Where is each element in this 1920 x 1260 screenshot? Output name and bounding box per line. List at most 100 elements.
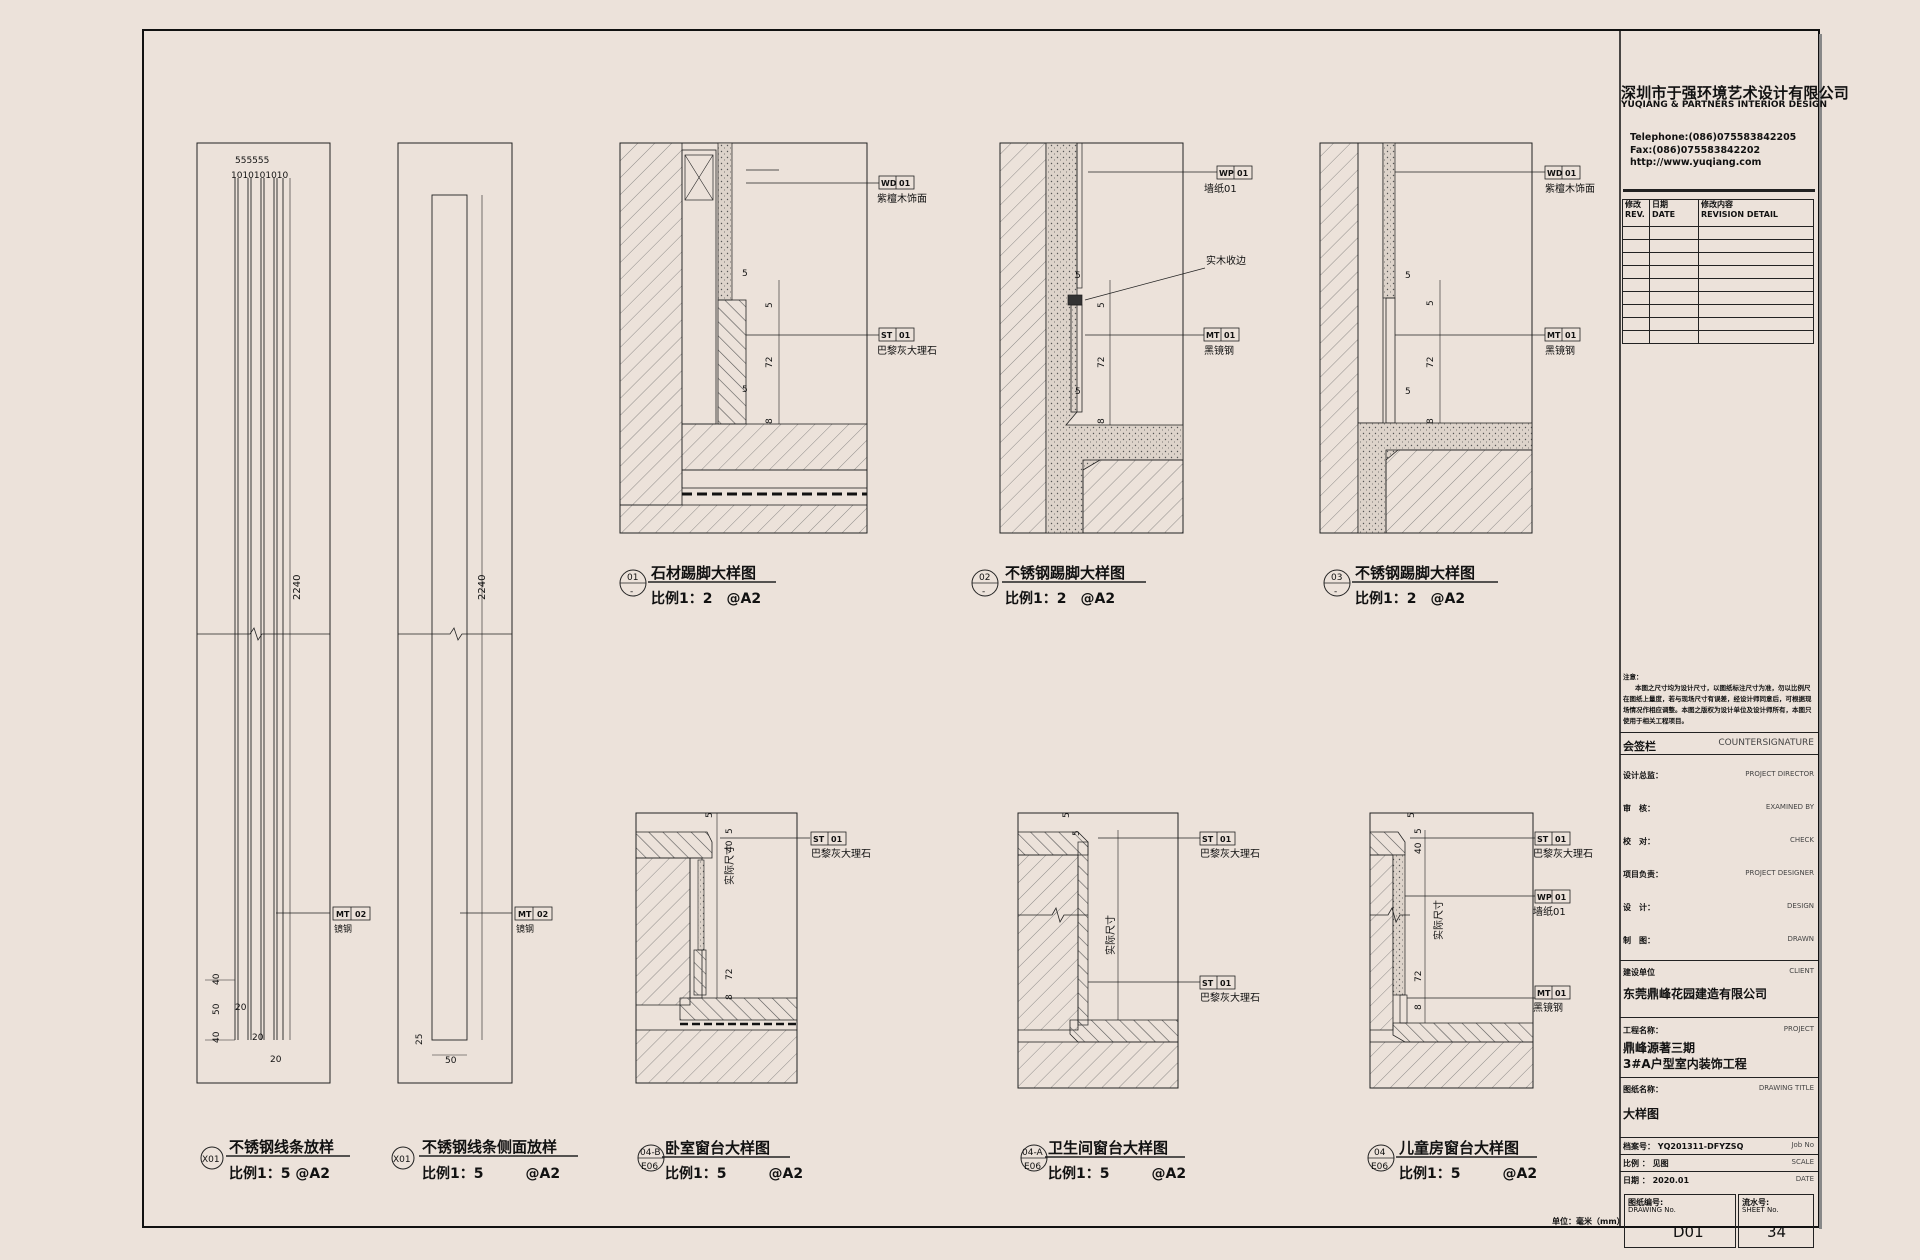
- scale-label-text: 比例 ：: [1623, 1159, 1650, 1168]
- d6-dim-c: 40: [725, 840, 735, 852]
- project-en: PROJECT: [1783, 1025, 1814, 1033]
- dim-50: 50: [212, 1003, 222, 1015]
- drawing-no-value: D01: [1673, 1223, 1704, 1241]
- d8-tag2-num: 01: [1555, 893, 1567, 902]
- drawing-title-value: 大样图: [1623, 1107, 1660, 1121]
- d1-dim-a: 5: [742, 269, 748, 279]
- d6-id: 04-B: [640, 1148, 661, 1158]
- strip-top-dims: 555555: [235, 156, 269, 166]
- website: http://www.yuqiang.com: [1630, 157, 1762, 168]
- d3-id: 03: [1331, 573, 1342, 583]
- side-tag-label: 镜钢: [516, 923, 534, 935]
- strip-tag-label: 镜钢: [334, 923, 352, 935]
- project-line1: 鼎峰源著三期: [1623, 1041, 1696, 1055]
- d8-tag1-num: 01: [1555, 835, 1567, 844]
- dim-20c: 20: [270, 1055, 282, 1065]
- d1-dim-d: 5: [742, 385, 748, 395]
- dim-20b: 20: [252, 1033, 264, 1043]
- company-name-cn: 深圳市于强环境艺术设计有限公司: [1621, 84, 1850, 102]
- d2-tag2-code: MT: [1206, 331, 1220, 340]
- shadow-frame: [1819, 34, 1822, 1229]
- d7-tag2-label: 巴黎灰大理石: [1200, 991, 1260, 1004]
- d8-tag2-code: WP: [1537, 893, 1552, 902]
- detail-stone-skirting: WD 01 紫檀木饰面 ST 01 巴黎灰大理石 5 5 72 5 8 01 -…: [619, 142, 937, 607]
- date-value: 2020.01: [1652, 1176, 1690, 1185]
- job-en: Job No: [1791, 1141, 1814, 1149]
- side-dim-50: 50: [445, 1056, 457, 1066]
- drawing-title-en: DRAWING TITLE: [1758, 1084, 1814, 1092]
- d3-tag1-label: 紫檀木饰面: [1545, 182, 1595, 195]
- d1-dim-b: 5: [765, 302, 775, 308]
- d8-dim-g: 8: [1414, 1004, 1424, 1010]
- d7-tag1-num: 01: [1220, 835, 1232, 844]
- d2-id: 02: [979, 573, 990, 583]
- d8-scale: 比例1：5 @A2: [1399, 1165, 1537, 1182]
- d7-tag1-label: 巴黎灰大理石: [1200, 847, 1260, 860]
- side-tag-code: MT: [518, 910, 532, 919]
- d7-tag1-code: ST: [1202, 835, 1214, 844]
- signer-role: DESIGN: [1787, 902, 1814, 910]
- d3-dim-c: 72: [1426, 357, 1436, 368]
- d8-dim-e: 72: [1414, 971, 1424, 982]
- d7-actual: 实际尺寸: [1104, 915, 1117, 955]
- d3-scale: 比例1：2 @A2: [1355, 590, 1465, 607]
- d8-tag1-label: 巴黎灰大理石: [1533, 847, 1593, 860]
- date-col-en: DATE: [1652, 210, 1676, 219]
- detail-bathroom-sill: ST 01 巴黎灰大理石 ST 01 巴黎灰大理石 实际尺寸 5 5 04-A …: [1017, 812, 1260, 1182]
- side-dim-25: 25: [415, 1034, 425, 1045]
- d1-tag2-label: 巴黎灰大理石: [877, 344, 937, 357]
- contact-info: Telephone:(086)075583842205 Fax:(086)075…: [1630, 132, 1796, 170]
- signer-label: 设 计：: [1623, 903, 1655, 912]
- d6-tag1-num: 01: [831, 835, 843, 844]
- d8-title: 儿童房窗台大样图: [1398, 1139, 1519, 1157]
- sheet-no-label-en: SHEET No.: [1742, 1206, 1779, 1214]
- detail-col-en: REVISION DETAIL: [1701, 210, 1779, 219]
- job-value: YQ201311-DFYZSQ: [1657, 1142, 1744, 1151]
- d2-tag1-code: WP: [1219, 169, 1234, 178]
- d6-scale: 比例1：5 @A2: [665, 1165, 803, 1182]
- countersign-en: COUNTERSIGNATURE: [1718, 738, 1814, 748]
- d7-tag2-code: ST: [1202, 979, 1214, 988]
- date-col-cn: 日期: [1652, 200, 1668, 209]
- d3-tag2-code: MT: [1547, 331, 1561, 340]
- d2-sub: -: [982, 587, 985, 597]
- d3-sub: -: [1334, 587, 1337, 597]
- d1-scale: 比例1：2 @A2: [651, 590, 761, 607]
- unit-note: 单位：毫米（mm）: [1552, 1217, 1625, 1226]
- drawing-no-label-cn: 图纸编号:: [1628, 1198, 1664, 1207]
- signer-label: 审 核：: [1623, 804, 1655, 813]
- side-detail-id: X01: [393, 1155, 411, 1165]
- d6-dim-e: 72: [725, 969, 735, 980]
- d1-tag2-num: 01: [899, 331, 911, 340]
- d8-tag3-num: 01: [1555, 989, 1567, 998]
- sheet-no-box: 流水号: SHEET No. 34: [1738, 1194, 1814, 1248]
- title-block: 深圳市于强环境艺术设计有限公司 YUQIANG & PARTNERS INTER…: [1620, 32, 1849, 1248]
- client-en: CLIENT: [1789, 967, 1814, 975]
- outer-frame: [142, 29, 1820, 1228]
- client-label: 建设单位: [1623, 968, 1655, 977]
- dim-40b: 40: [212, 1031, 222, 1043]
- d1-dim-c: 72: [765, 357, 775, 368]
- strip-top-dims2: 1010101010: [231, 171, 289, 181]
- notes-title: 注意：: [1623, 673, 1643, 681]
- d8-tag2-label: 墙纸01: [1533, 905, 1566, 918]
- d8-tag3-label: 黑镜钢: [1533, 1001, 1563, 1014]
- side-length-dim: 2240: [477, 575, 488, 600]
- d8-dim-b: 5: [1414, 828, 1424, 834]
- d6-dim-f: 8: [725, 994, 735, 1000]
- dim-20a: 20: [235, 1003, 247, 1013]
- signer-label: 制 图：: [1623, 936, 1655, 945]
- scale-en: SCALE: [1791, 1158, 1814, 1166]
- d7-tag2-num: 01: [1220, 979, 1232, 988]
- company-name-en: YUQIANG & PARTNERS INTERIOR DESIGN: [1621, 100, 1827, 110]
- d8-tag1-code: ST: [1537, 835, 1549, 844]
- strip-tag-num: 02: [355, 910, 366, 919]
- side-tag-num: 02: [537, 910, 548, 919]
- fax: Fax:(086)075583842202: [1630, 144, 1761, 156]
- d8-dim-a: 5: [1407, 812, 1417, 818]
- detail-col-cn: 修改内容: [1701, 200, 1733, 209]
- detail-strip-layout: 2240 555555 1010101010 40 50 40 20 20 20…: [196, 142, 371, 1182]
- d1-tag1-label: 紫檀木饰面: [877, 192, 927, 205]
- job-label-text: 档案号：: [1623, 1142, 1655, 1151]
